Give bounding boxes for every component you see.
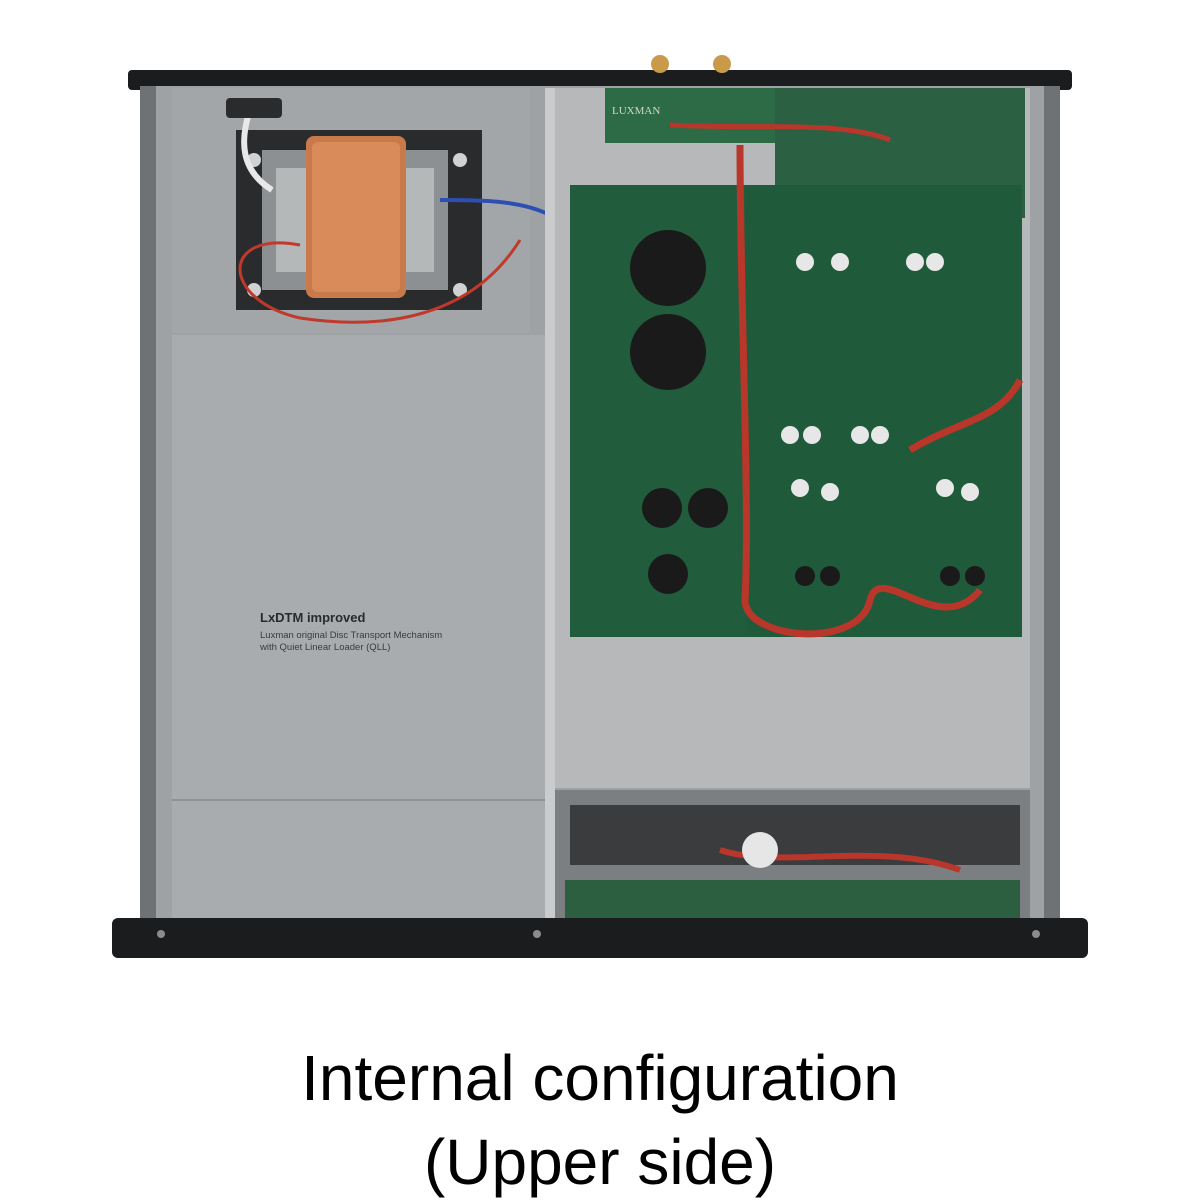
caption-line-1: Internal configuration	[301, 1042, 899, 1114]
transformer-bolt-tr	[453, 153, 467, 167]
transformer-grey-cable	[241, 109, 274, 193]
caption-line-2: (Upper side)	[423, 1126, 777, 1198]
right-side-rail	[1044, 86, 1060, 928]
front-screw-1	[157, 930, 165, 938]
red-wiring-harness	[736, 144, 1024, 638]
front-panel	[112, 918, 1088, 958]
device-photo: LxDTM improved Luxman original Disc Tran…	[112, 55, 1088, 958]
rca-jack-right	[713, 55, 731, 73]
rca-jack-left	[651, 55, 669, 73]
front-control-pcb	[565, 880, 1020, 920]
filter-capacitor-2	[688, 488, 728, 528]
dac-section-left	[781, 253, 849, 586]
compartment-divider	[545, 88, 555, 924]
disc-mechanism-cover	[172, 335, 552, 920]
dac-section-right	[851, 253, 985, 586]
filter-capacitor-1	[642, 488, 682, 528]
rear-panel	[128, 70, 1072, 90]
left-side-rail	[140, 86, 156, 928]
transformer-bolt-br	[453, 283, 467, 297]
transformer-blue-wires	[439, 198, 551, 217]
front-screw-3	[1032, 930, 1040, 938]
mechanism-title: LxDTM improved	[260, 610, 366, 625]
ferrite-toroid	[742, 832, 778, 868]
filter-capacitor-3	[648, 554, 688, 594]
pcb-brand-label: LUXMAN	[612, 105, 660, 117]
mechanism-subtitle-2: with Quiet Linear Loader (QLL)	[259, 642, 390, 653]
mechanism-subtitle-1: Luxman original Disc Transport Mechanism	[260, 630, 442, 641]
transformer-winding-highlight	[312, 142, 400, 292]
cable-clamp	[226, 98, 282, 118]
main-capacitor-2	[630, 314, 706, 390]
main-capacitor-1	[630, 230, 706, 306]
front-screw-2	[533, 930, 541, 938]
rear-input-pcb	[605, 88, 775, 143]
transformer-red-wire	[238, 239, 522, 324]
upper-wiring	[669, 122, 891, 143]
